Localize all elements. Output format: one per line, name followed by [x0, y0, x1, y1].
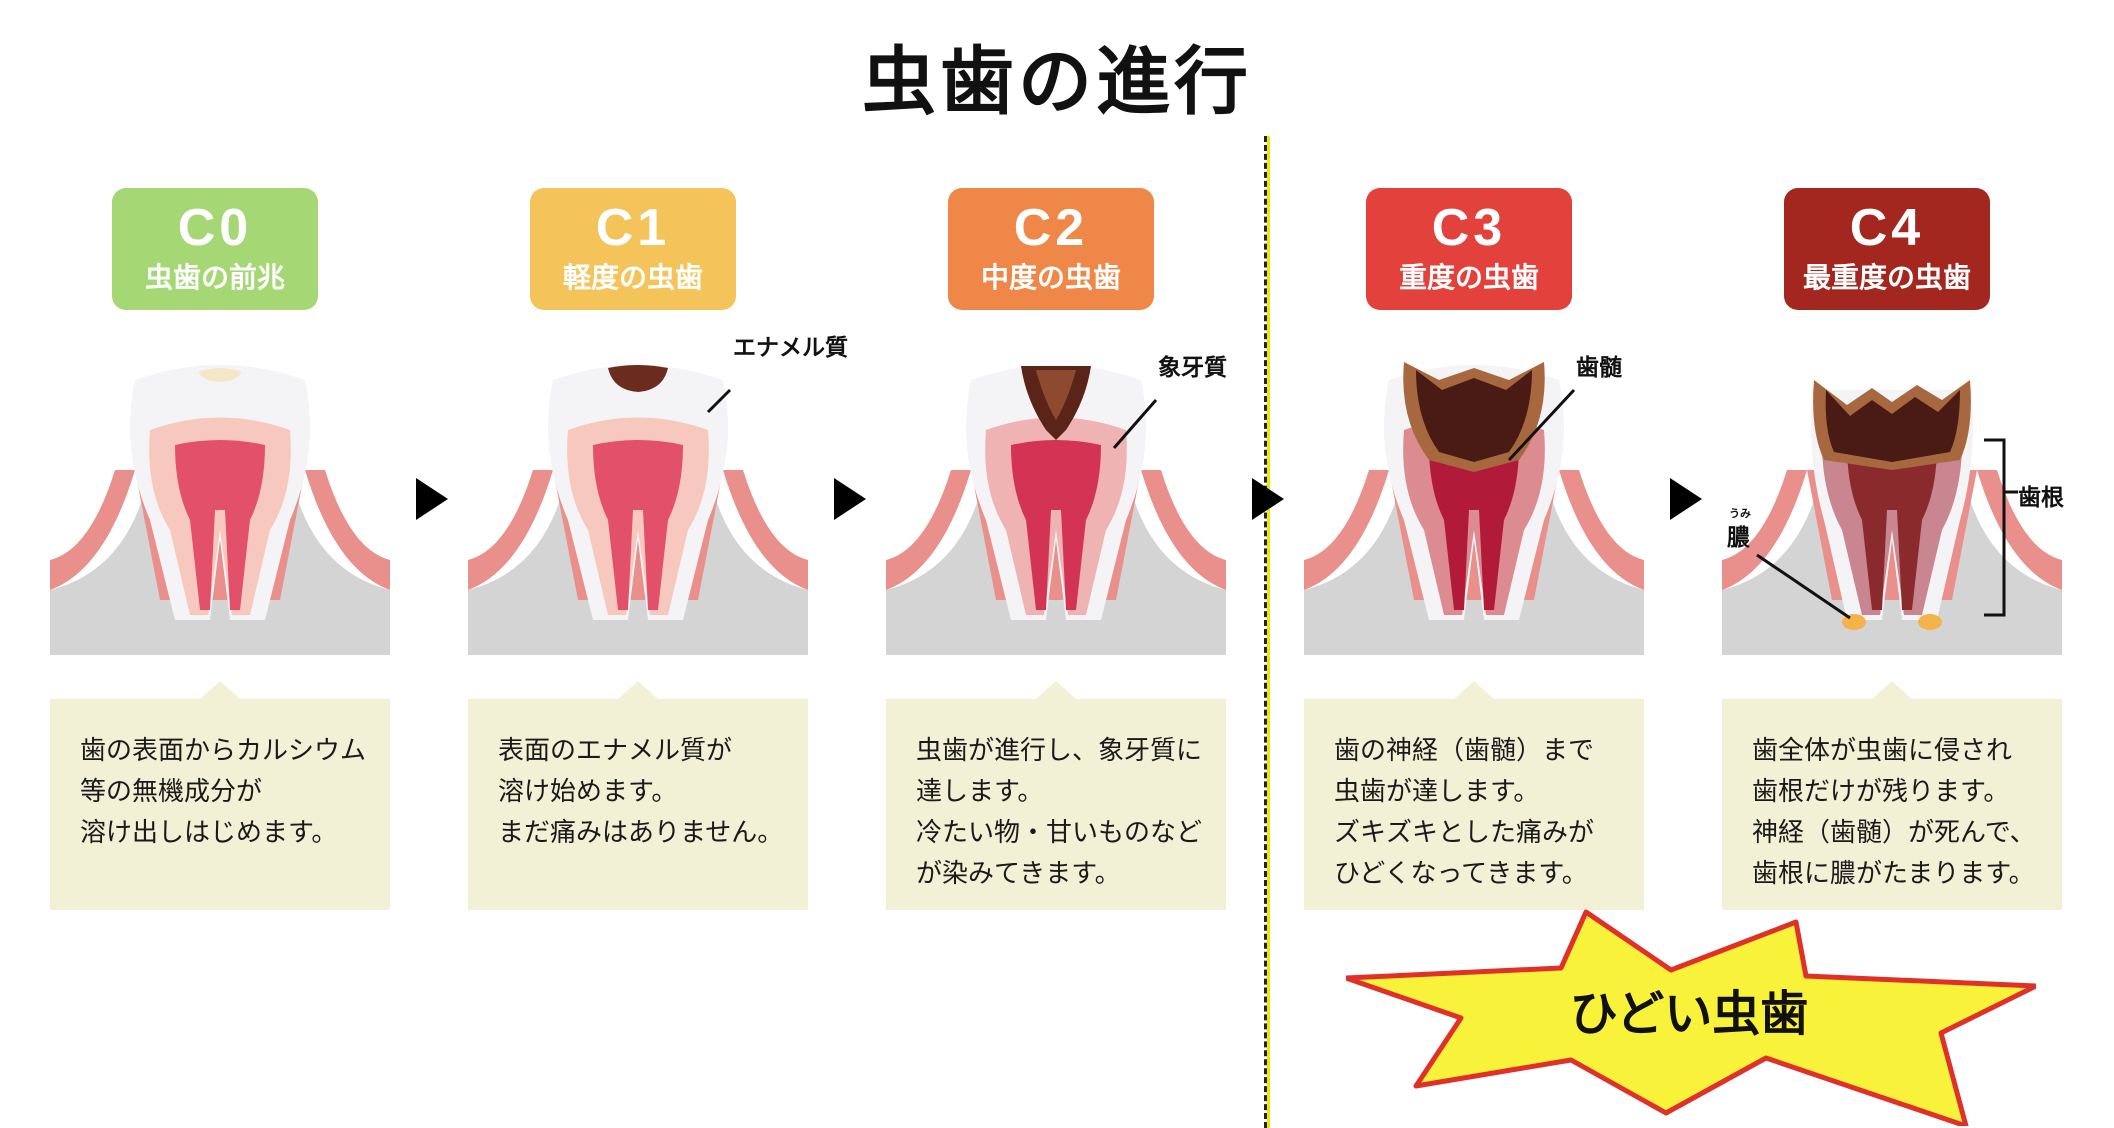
- arrow-right-icon: [834, 478, 866, 520]
- stage-description: 歯の神経（歯髄）まで 虫歯が達します。 ズキズキとした痛みが ひどくなってきます…: [1304, 681, 1644, 910]
- page-title: 虫歯の進行: [862, 39, 1252, 125]
- stage-code: C4: [1849, 199, 1925, 257]
- stage-description: 表面のエナメル質が 溶け始めます。 まだ痛みはありません。: [468, 681, 808, 910]
- description-line: 虫歯が達します。: [1334, 777, 1540, 807]
- description-line: 表面のエナメル質が: [498, 736, 733, 766]
- stage-badge: C3 重度の虫歯: [1366, 188, 1572, 310]
- stage-badge: C1 軽度の虫歯: [530, 188, 736, 310]
- stage-code: C2: [1013, 199, 1089, 257]
- description-line: 歯全体が虫歯に侵され: [1752, 736, 2013, 766]
- stage-description: 虫歯が進行し、象牙質に 達します。 冷たい物・甘いものなど が染みてきます。: [886, 681, 1226, 910]
- description-line: 歯根だけが残ります。: [1752, 777, 2010, 807]
- dentin-label: 象牙質: [1158, 355, 1227, 381]
- description-line: 虫歯が進行し、象牙質に: [916, 736, 1203, 766]
- description-line: 歯根に膿がたまります。: [1752, 859, 2035, 889]
- description-line: 達します。: [916, 777, 1044, 807]
- description-line: が染みてきます。: [916, 859, 1121, 889]
- stage-badge: C4 最重度の虫歯: [1784, 188, 1990, 310]
- tooth-illustration: [1722, 380, 2062, 655]
- description-line: 溶け始めます。: [498, 777, 678, 807]
- stage-name: 重度の虫歯: [1398, 261, 1539, 294]
- stage-name: 虫歯の前兆: [144, 261, 285, 294]
- description-line: ひどくなってきます。: [1334, 859, 1588, 889]
- severity-divider: [1264, 136, 1267, 1128]
- starburst-callout: ひどい虫歯: [1346, 909, 2036, 1126]
- tooth-illustration: [468, 365, 808, 655]
- pus-ruby: うみ: [1729, 507, 1751, 520]
- root-label: 歯根: [2018, 485, 2064, 511]
- stage-description: 歯の表面からカルシウム 等の無機成分が 溶け出しはじめます。: [50, 681, 390, 910]
- arrow-right-icon: [1252, 478, 1284, 520]
- description-line: 冷たい物・甘いものなど: [916, 818, 1203, 848]
- stage-name: 最重度の虫歯: [1802, 261, 1971, 294]
- pulp-label: 歯髄: [1576, 355, 1622, 381]
- stage-code: C1: [595, 199, 671, 257]
- description-line: まだ痛みはありません。: [498, 818, 784, 848]
- stage-c3: C3 重度の虫歯 歯髄 歯の神経（歯髄）まで 虫歯が達します。 ズキズキとした痛…: [1304, 188, 1644, 910]
- stage-c4: C4 最重度の虫歯 歯根 うみ 膿 歯全体が虫歯に侵され 歯根だけが残ります。 …: [1722, 188, 2064, 910]
- enamel-label: エナメル質: [733, 335, 848, 361]
- pus-label: 膿: [1727, 525, 1750, 551]
- arrow-right-icon: [416, 478, 448, 520]
- stage-c2: C2 中度の虫歯 象牙質 虫歯が進行し、象牙質に 達します。 冷たい物・甘いもの…: [886, 188, 1227, 910]
- stage-badge: C0 虫歯の前兆: [112, 188, 318, 310]
- description-line: 歯の神経（歯髄）まで: [1334, 736, 1595, 766]
- description-line: 神経（歯髄）が死んで、: [1752, 818, 2036, 848]
- stage-code: C0: [177, 199, 253, 257]
- description-line: 溶け出しはじめます。: [80, 818, 338, 848]
- description-line: 歯の表面からカルシウム: [80, 736, 367, 766]
- arrow-right-icon: [1670, 478, 1702, 520]
- stage-name: 中度の虫歯: [980, 261, 1121, 294]
- stage-code: C3: [1431, 199, 1507, 257]
- callout-text: ひどい虫歯: [1570, 986, 1809, 1042]
- stage-c1: C1 軽度の虫歯 エナメル質 表面のエナメル質が 溶け始めます。 まだ痛みはあり…: [468, 188, 848, 910]
- stage-description: 歯全体が虫歯に侵され 歯根だけが残ります。 神経（歯髄）が死んで、 歯根に膿がた…: [1722, 681, 2062, 910]
- tooth-illustration: [1304, 362, 1644, 655]
- description-line: 等の無機成分が: [80, 777, 263, 807]
- stage-c0: C0 虫歯の前兆 歯の表面からカルシウム 等の無機成分が 溶け出しはじめます。: [50, 188, 390, 910]
- stage-name: 軽度の虫歯: [562, 261, 703, 294]
- tooth-illustration: [50, 365, 390, 655]
- description-line: ズキズキとした痛みが: [1334, 818, 1595, 848]
- tooth-illustration: [886, 365, 1226, 655]
- stage-badge: C2 中度の虫歯: [948, 188, 1154, 310]
